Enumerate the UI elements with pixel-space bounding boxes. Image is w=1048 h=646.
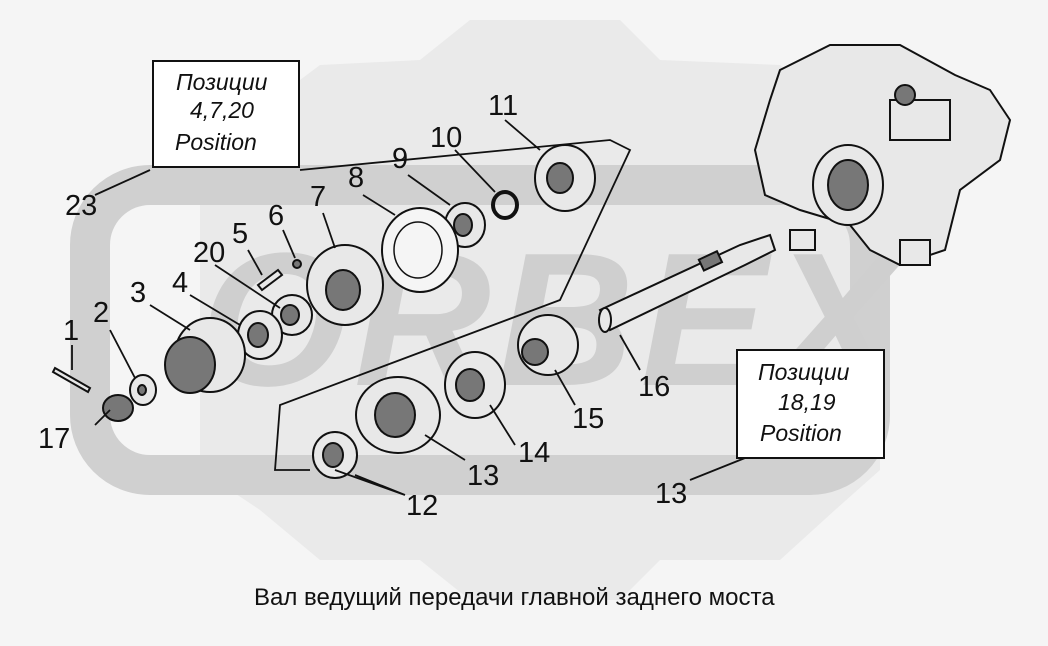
- callout-4: 4: [172, 267, 188, 299]
- callout-2: 2: [93, 297, 109, 329]
- flange-3-part: [164, 317, 246, 394]
- callout-3: 3: [130, 277, 146, 309]
- callout-7: 7: [310, 181, 326, 213]
- leader-lines: [71, 119, 746, 496]
- callout-6: 6: [268, 200, 284, 232]
- assembly-bracket: [274, 139, 632, 471]
- box-line-2: 4,7,20: [190, 97, 254, 123]
- callout-labels: 1 2 3 4 5 6 7 8 9 10 11 12 13 14 15 16 1…: [38, 90, 687, 522]
- bearing-cover-7-part: [306, 244, 384, 326]
- info-box-right: Позиции 18,19 Position: [736, 349, 885, 459]
- callout-20: 20: [193, 237, 225, 269]
- box-line-3: Position: [760, 420, 842, 446]
- box-line-1: Позиции: [176, 69, 268, 95]
- callout-8: 8: [348, 162, 364, 194]
- bolt-5-part: [256, 268, 284, 292]
- box-line-2: 18,19: [778, 389, 836, 415]
- figure-caption: Вал ведущий передачи главной заднего мос…: [254, 584, 775, 611]
- box-line-3: Position: [175, 129, 257, 155]
- callout-23: 23: [65, 190, 97, 222]
- cotter-pin-1-part: [51, 366, 92, 394]
- callout-13-right: 13: [655, 478, 687, 510]
- gear-part: [517, 314, 579, 376]
- bearing-14-part: [444, 351, 506, 419]
- snap-ring-10-part: [491, 190, 519, 220]
- castle-nut-17-part: [102, 394, 134, 422]
- seal-20-part: [271, 294, 313, 336]
- callout-10: 10: [430, 122, 462, 154]
- bearing-housing-13-part: [355, 376, 441, 454]
- box-line-1: Позиции: [758, 359, 850, 385]
- callout-11: 11: [488, 90, 518, 122]
- callout-14: 14: [518, 437, 550, 469]
- callout-5: 5: [232, 218, 248, 250]
- seal-4-part: [237, 310, 283, 360]
- bearing-11-part: [534, 144, 596, 212]
- callout-12: 12: [406, 490, 438, 522]
- info-box-top-left: Позиции 4,7,20 Position: [152, 60, 300, 168]
- washer-2-part: [129, 374, 157, 406]
- gasket-8-part: [381, 207, 459, 293]
- axle-housing-part: [753, 44, 1012, 267]
- callout-16: 16: [638, 371, 670, 403]
- callout-15: 15: [572, 403, 604, 435]
- washer-6-part: [292, 259, 302, 269]
- callout-13: 13: [467, 460, 499, 492]
- callout-1: 1: [63, 315, 79, 347]
- seal-12-part: [312, 431, 358, 479]
- drive-shaft-part: [598, 233, 777, 333]
- callout-9: 9: [392, 143, 408, 175]
- callout-17: 17: [38, 423, 70, 455]
